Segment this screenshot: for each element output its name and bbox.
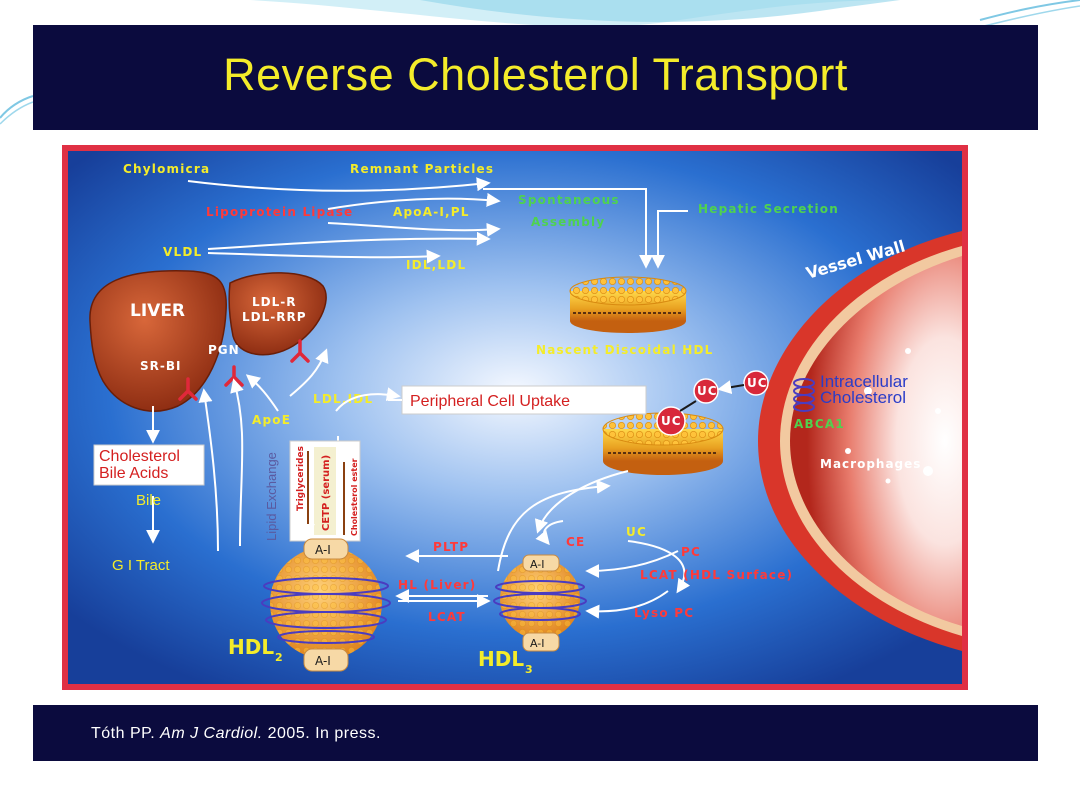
macrophages-label: Macrophages [820,457,921,471]
abca1-label: ABCA1 [794,417,845,431]
hdl3-label: HDL [478,647,524,671]
gi-tract-label: G I Tract [112,557,170,574]
citation: Tóth PP. Am J Cardiol. 2005. In press. [91,725,381,743]
hdl3-particle [493,554,587,652]
liver [89,270,327,412]
pc-label: PC [681,545,701,559]
uc-label: UC [626,525,647,539]
hepatic-secretion-label: Hepatic Secretion [698,202,839,216]
lcat-surface-label: LCAT (HDL Surface) [640,568,793,582]
hdl2-apo-bottom: A-I [315,654,331,668]
chylomicra-label: Chylomicra [123,162,210,176]
title-bar: Reverse Cholesterol Transport [33,25,1038,130]
hdl3-subscript: 3 [525,663,533,676]
citation-rest: 2005. In press. [267,725,381,742]
hl-liver-label: HL (Liver) [398,578,476,592]
uc-bubbles: UC UC UC [656,370,769,436]
rct-diagram: Vessel Wall LIVER LDL-R LDL-RRP PGN SR-B… [68,151,962,684]
flow-arrows-top [187,177,688,269]
citation-author: Tóth PP. [91,725,156,742]
peripheral-uptake-box: Peripheral Cell Uptake [388,385,647,415]
cetp-label: CETP (serum) [321,455,332,531]
svg-text:UC: UC [747,376,768,390]
bile-label: Bile [136,492,161,509]
lyso-pc-label: Lyso PC [634,606,694,620]
hdl2-particle [261,538,391,672]
spontaneous-label: Spontaneous [518,193,620,207]
abca1-transporter [793,378,815,412]
ldl-rrp-label: LDL-RRP [242,310,307,324]
diagram-frame: Vessel Wall LIVER LDL-R LDL-RRP PGN SR-B… [62,145,968,690]
peripheral-uptake-label: Peripheral Cell Uptake [410,393,570,410]
lcat-label: LCAT [428,610,466,624]
cholesterol-ester-label: Cholesterol ester [350,458,359,536]
hdl-conversion-arrows [395,520,691,619]
assembly-label: Assembly [531,215,605,229]
vessel-wall [758,231,962,651]
triglycerides-label: Triglycerides [296,446,306,511]
vldl-label: VLDL [163,245,202,259]
hdl3-apo-top: A-I [530,558,545,571]
idl-ldl-label: IDL,LDL [406,258,466,272]
svg-text:UC: UC [661,414,682,428]
ldl-r-label: LDL-R [252,295,296,309]
hdl3-apo-bottom: A-I [530,637,545,650]
nascent-hdl-disc [569,276,687,333]
hdl2-apo-top: A-I [315,543,331,557]
svg-text:UC: UC [697,384,718,398]
cetp-exchange [289,440,361,542]
lipoprotein-lipase-label: Lipoprotein Lipase [206,205,353,219]
ce-label: CE [566,535,585,549]
cholesterol-label: Cholesterol [99,448,180,465]
intracellular-label-2: Cholesterol [820,388,906,407]
footer-bar: Tóth PP. Am J Cardiol. 2005. In press. [33,705,1038,761]
sr-bi-label: SR-BI [140,359,181,373]
slide-title: Reverse Cholesterol Transport [223,49,848,100]
bile-acids-box: Cholesterol Bile Acids [93,444,205,486]
bile-acids-label: Bile Acids [99,465,168,482]
hdl2-subscript: 2 [275,651,283,664]
hdl2-label: HDL [228,635,274,659]
citation-journal: Am J Cardiol. [160,725,263,742]
pltp-label: PLTP [433,540,469,554]
decorative-swoosh [0,0,1080,125]
pgn-label: PGN [208,343,240,357]
remnant-particles-label: Remnant Particles [350,162,494,176]
apoe-label: ApoE [252,413,291,427]
intracellular-label-1: Intracellular [820,372,908,391]
nascent-hdl-label: Nascent Discoidal HDL [536,343,714,357]
liver-label: LIVER [130,301,185,321]
apoa-lpl-label: ApoA-I,PL [393,205,470,219]
ldl-idl-label: LDL,IDL [313,392,373,406]
lipid-exchange-label: Lipid Exchange [264,452,279,541]
